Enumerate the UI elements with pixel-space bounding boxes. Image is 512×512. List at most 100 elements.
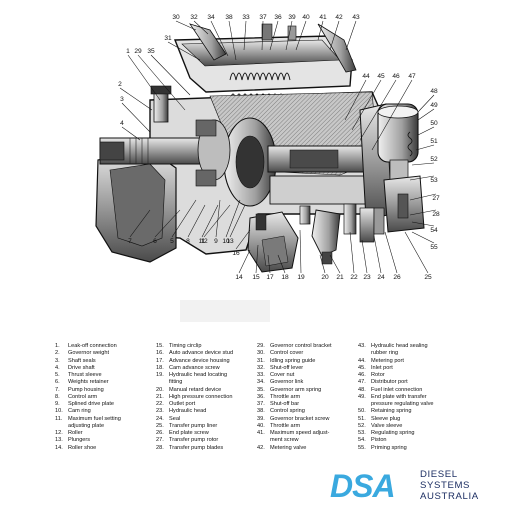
callout-46: 46 [359, 73, 400, 141]
legend-item-text: Roller [68, 430, 83, 436]
legend-item: pressure regulating valve [358, 401, 434, 408]
legend-item-number: 45. [358, 364, 366, 371]
legend-item-number: 31. [257, 357, 265, 364]
legend-item: 11.Maximum fuel setting [55, 416, 121, 423]
legend-item-number: 7. [55, 386, 60, 393]
callout-number: 42 [335, 14, 343, 21]
callout-43: 43 [345, 14, 360, 51]
callout-leader-line [417, 94, 435, 113]
callout-number: 20 [321, 274, 329, 281]
legend-item-text: Roller shoe [68, 444, 97, 451]
legend-item: 28.Transfer pump blades [156, 445, 233, 452]
legend-item-number: 46. [358, 372, 366, 378]
legend-item: 24.Seal [156, 416, 233, 423]
callout-leader-line [411, 162, 435, 166]
callout-42: 42 [329, 14, 343, 51]
legend-item: 34. Governor link [257, 379, 332, 386]
callout-number: 3 [120, 96, 124, 103]
legend-item-text: ment screw [270, 437, 299, 444]
legend-item-text: Sleeve plug [371, 415, 401, 422]
legend-item-text: Cam ring [68, 408, 91, 415]
callout-leader-line [267, 254, 271, 274]
callout-number: 26 [393, 274, 401, 281]
legend-item-text: Hydraulic head sealing [371, 343, 428, 349]
callout-31: 31 [164, 35, 201, 61]
callout-number: 15 [252, 274, 260, 281]
legend-item-number: 40. [257, 422, 265, 429]
callout-leader-line [351, 79, 382, 131]
callout-7: 7 [128, 209, 151, 245]
legend-item-text: Transfer pump liner [169, 422, 218, 429]
legend-item: 9.Splined drive plate [55, 401, 121, 408]
legend-item-text: Governor link [270, 379, 304, 386]
legend-item-number: 32. [257, 364, 265, 371]
callout-16: 16 [232, 229, 251, 257]
callout-35: 35 [147, 48, 191, 96]
callout-leader-line [269, 20, 279, 51]
legend-item-text: Priming spring [371, 444, 407, 451]
legend-item-number: 34. [257, 379, 265, 386]
legend-item-number: 30. [257, 350, 265, 357]
callout-number: 11 [199, 238, 206, 245]
callout-50: 50 [417, 120, 438, 136]
callout-number: 21 [336, 274, 344, 281]
legend-item-text: Auto advance device stud [169, 350, 234, 357]
legend-item: 13.Plungers [55, 437, 121, 444]
brand-line-systems: SYSTEMS [420, 480, 471, 491]
callout-34: 34 [207, 14, 229, 57]
legend-item: 7.Pump housing [55, 387, 121, 394]
legend-item-text: Hydraulic head locating [169, 372, 228, 378]
callout-number: 4 [120, 120, 124, 127]
legend-item: 14.Roller shoe [55, 445, 121, 452]
callout-36: 36 [269, 14, 282, 51]
legend-item-text: Piston [371, 437, 387, 444]
legend-item-text: Leak-off connection [68, 343, 117, 349]
callout-47: 47 [371, 73, 416, 151]
legend-item-text: Shut-off lever [270, 364, 304, 371]
callout-number: 29 [134, 48, 142, 55]
legend-item: 19.Hydraulic head locating [156, 372, 233, 379]
legend-item-text: Transfer pump blades [169, 444, 224, 451]
legend-item: 47.Distributor port [358, 379, 434, 386]
legend-item-number: 16. [156, 350, 164, 357]
callout-leader-line [121, 102, 151, 133]
legend-item-number: 25. [156, 422, 164, 429]
legend-item: adjusting plate [55, 423, 121, 430]
legend-item: 17.Advance device housing [156, 358, 233, 365]
legend-item-number: 55. [358, 444, 366, 451]
legend-item: 4.Drive shaft [55, 365, 121, 372]
legend-item: 12.Roller [55, 430, 121, 437]
callout-number: 49 [430, 102, 438, 109]
callout-26: 26 [384, 231, 401, 281]
callout-leader-line [319, 254, 326, 274]
callout-number: 36 [274, 14, 282, 21]
callout-leader-line [154, 209, 181, 238]
callout-leader-line [243, 20, 247, 51]
callout-leader-line [317, 20, 324, 41]
callout-leader-line [409, 193, 437, 201]
callout-number: 28 [432, 211, 440, 218]
legend-item: 6.Weights retainer [55, 379, 121, 386]
legend-item: 22.Outlet port [156, 401, 233, 408]
callout-4: 4 [120, 120, 141, 141]
legend-item: 52.Valve sleeve [358, 423, 434, 430]
callout-53: 53 [409, 175, 438, 184]
legend-item: 18.Cam advance screw [156, 365, 233, 372]
callout-number: 13 [226, 238, 234, 245]
legend-item-text: Control arm [68, 393, 98, 400]
legend-item-text: adjusting plate [68, 422, 105, 429]
callout-1: 1 [126, 48, 161, 101]
control-spring [229, 72, 291, 101]
callout-27: 27 [409, 193, 440, 202]
legend-item-text: Drive shaft [68, 364, 95, 371]
legend-item-text: Governor arm spring [270, 386, 322, 393]
callout-number: 46 [392, 73, 400, 80]
legend-item: 53.Regulating spring [358, 430, 434, 437]
callout-number: 39 [288, 14, 296, 21]
legend-item-number: 2. [55, 350, 60, 357]
callout-17: 17 [266, 254, 274, 281]
legend-item-text: Regulating spring [371, 430, 415, 436]
